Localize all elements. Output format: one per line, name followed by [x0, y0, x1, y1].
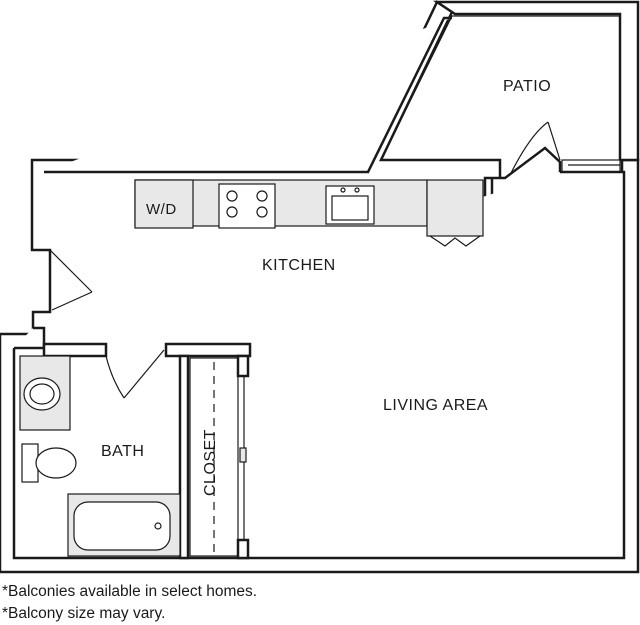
kitchen-sink	[325, 185, 375, 225]
kitchen-label: KITCHEN	[262, 257, 336, 274]
toilet-bowl	[35, 447, 77, 479]
closet-label: CLOSET	[202, 429, 219, 496]
floor-plan: PATIO W/D KITCHEN LIVING AREA BATH CLOSE…	[0, 0, 640, 574]
footnote-balconies: *Balconies available in select homes.	[2, 583, 258, 600]
refrigerator	[426, 179, 484, 237]
bath-fixtures	[19, 355, 181, 557]
living-area-label: LIVING AREA	[383, 397, 488, 414]
cooktop	[218, 183, 276, 229]
washer-dryer-label: W/D	[146, 201, 177, 218]
washer-dryer	[134, 179, 194, 229]
bath-label: BATH	[101, 443, 144, 460]
footnote-balcony-size: *Balcony size may vary.	[2, 605, 166, 622]
interior-walls	[12, 170, 626, 560]
kitchen-fixtures	[134, 179, 484, 247]
patio-label: PATIO	[503, 78, 551, 95]
